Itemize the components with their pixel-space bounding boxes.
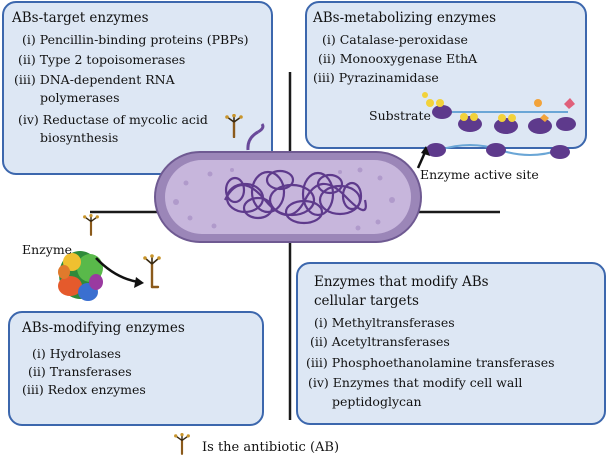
bacterium xyxy=(154,123,422,243)
target-item: polymerases xyxy=(40,90,120,105)
target-item: (iii) DNA-dependent RNA xyxy=(14,72,175,87)
cellular-panel-title: Enzymes that modify ABs xyxy=(314,274,489,290)
reaction-arrow xyxy=(95,257,139,284)
enzyme-protein-icon xyxy=(58,251,103,301)
cellular-item: (i) Methyltransferases xyxy=(314,315,455,330)
metabolizing-item: (i) Catalase-peroxidase xyxy=(322,32,468,47)
legend-label: Is the antibiotic (AB) xyxy=(202,440,340,455)
cellular-item: (ii) Acetyltransferases xyxy=(310,334,450,349)
cellular-targets-panel xyxy=(296,262,606,425)
metabolizing-item: (iii) Pyrazinamidase xyxy=(313,70,439,85)
cellular-item: (iv) Enzymes that modify cell wall xyxy=(308,375,523,390)
target-item: biosynthesis xyxy=(40,130,119,145)
cellular-item: (iii) Phosphoethanolamine transferases xyxy=(306,355,555,370)
cellular-panel-title: cellular targets xyxy=(314,293,419,309)
enzyme-label: Enzyme xyxy=(22,242,73,257)
enzyme-substrate-illustration xyxy=(422,92,576,159)
target-item: (i) Pencillin-binding proteins (PBPs) xyxy=(22,32,249,47)
substrate-label: Substrate xyxy=(369,108,431,123)
dna-tangle xyxy=(224,169,367,225)
modified-antibiotic-icon xyxy=(143,254,161,289)
target-item: (ii) Type 2 topoisomerases xyxy=(18,52,186,67)
modifying-item: (ii) Transferases xyxy=(28,364,132,379)
metabolizing-panel-title: ABs-metabolizing enzymes xyxy=(313,10,497,26)
antibiotic-icon xyxy=(82,214,100,236)
abs-target-enzymes-panel xyxy=(2,1,273,175)
abs-modifying-enzymes-panel xyxy=(8,311,264,426)
modifying-panel-title: ABs-modifying enzymes xyxy=(22,320,185,336)
legend-antibiotic-icon xyxy=(173,433,191,455)
antibiotic-icon xyxy=(224,114,244,138)
cellular-item: peptidoglycan xyxy=(332,394,422,409)
metabolizing-item: (ii) Monooxygenase EthA xyxy=(318,51,478,66)
target-panel-title: ABs-target enzymes xyxy=(12,10,149,26)
modifying-item: (iii) Redox enzymes xyxy=(22,382,146,397)
modifying-item: (i) Hydrolases xyxy=(32,346,121,361)
target-item: (iv) Reductase of mycolic acid xyxy=(18,112,208,127)
enzyme-active-site-label: Enzyme active site xyxy=(420,167,539,182)
